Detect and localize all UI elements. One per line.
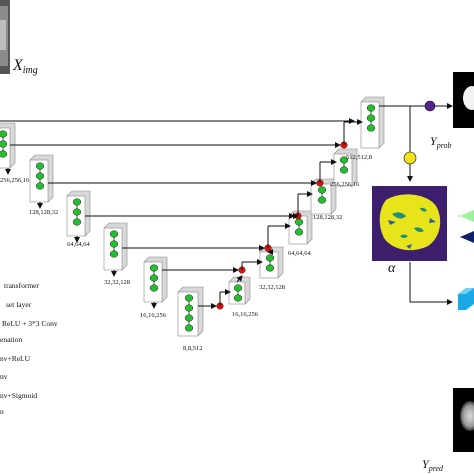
encoder-dims-label: 64,64,64 [67, 241, 91, 248]
conv-node [366, 104, 376, 112]
conv-node [0, 130, 8, 138]
conv-node [265, 264, 275, 272]
decoder-dims-label: 64,64,64 [288, 250, 312, 257]
decoder-block [360, 96, 385, 149]
legend-item: nv+ReLU [0, 354, 31, 363]
input-image-thumbnail [0, 0, 10, 74]
conv-node [184, 304, 194, 312]
encoder-dims-label: 128,128,32 [29, 209, 58, 216]
decoder-dims-label: 512,512,8 [346, 154, 372, 161]
conv-node [294, 228, 304, 236]
gate-node [403, 151, 417, 165]
conv-node [35, 162, 45, 170]
y-pred-thumbnail [453, 388, 474, 452]
up-arrow [236, 275, 243, 283]
encoder-dims-label: 256,256,16 [0, 177, 30, 184]
conv-node [339, 156, 349, 164]
legend-item: n [0, 407, 4, 416]
conv-node [72, 218, 82, 226]
conv-node [265, 254, 275, 262]
decoder-block [333, 148, 358, 187]
conv-node [184, 314, 194, 322]
decoder-block [288, 210, 313, 245]
conv-node [72, 198, 82, 206]
y-prob-thumbnail [453, 72, 474, 128]
conv-node [317, 196, 327, 204]
conv-node [184, 324, 194, 332]
encoder-block [143, 256, 168, 303]
decoder-dims-label: 256,256,16 [330, 181, 360, 188]
decoder-dims-label: 32,32,128 [259, 284, 285, 291]
conv-node [35, 182, 45, 190]
legend-item: nv [0, 372, 8, 381]
conv-node [149, 274, 159, 282]
conv-node [149, 284, 159, 292]
encoder-dims-label: 16,16,256 [140, 312, 167, 319]
conv-node [366, 124, 376, 132]
decoder-block [228, 276, 251, 305]
network-blocks: 256,256,16 128,128,32 64,64,64 32,32,128 16,… [0, 96, 385, 352]
conv-node [294, 218, 304, 226]
legend-item: nv+Sigmoid [0, 391, 37, 400]
encoder-block [29, 154, 54, 203]
y-pred-label: Ypred [422, 457, 444, 473]
alpha-label: α [388, 261, 396, 276]
encoder-block [177, 286, 204, 337]
conv-node [233, 284, 243, 292]
x-img-label: Ximg [12, 57, 38, 76]
map-to-cube-line [409, 262, 453, 305]
decoder-dims-label: 16,16,256 [232, 311, 259, 318]
legend-item: set layer [6, 300, 32, 309]
conv-node [109, 240, 119, 248]
conv-node [109, 250, 119, 258]
conv-node [149, 264, 159, 272]
encoder-block [0, 122, 16, 169]
probability-node [424, 100, 436, 112]
legend-item: ReLU + 3*3 Conv [2, 319, 58, 328]
conv-node [317, 186, 327, 194]
decoder-block [310, 178, 337, 215]
decoder-dims-label: 128,128,32 [313, 214, 342, 221]
y-prob-label: Yprob [430, 134, 452, 150]
encoder-dims-label: 8,8,512 [183, 345, 203, 352]
conv-node [0, 150, 8, 158]
encoder-dims-label: 32,32,128 [104, 279, 130, 286]
conv-node [366, 114, 376, 122]
encoder-block [66, 190, 91, 237]
decoder-block [259, 246, 284, 279]
conv-node [35, 172, 45, 180]
conv-node [184, 294, 194, 302]
encoder-block [103, 222, 128, 271]
legend-item: enation [0, 335, 22, 344]
probability-map [372, 186, 447, 261]
conv-node [0, 140, 8, 148]
conv-node [339, 166, 349, 174]
conv-node [72, 208, 82, 216]
conv-node [233, 294, 243, 302]
legend-item: transformer [4, 281, 39, 290]
output-cube [458, 288, 474, 310]
attention-triangles [458, 210, 474, 243]
conv-node [109, 230, 119, 238]
